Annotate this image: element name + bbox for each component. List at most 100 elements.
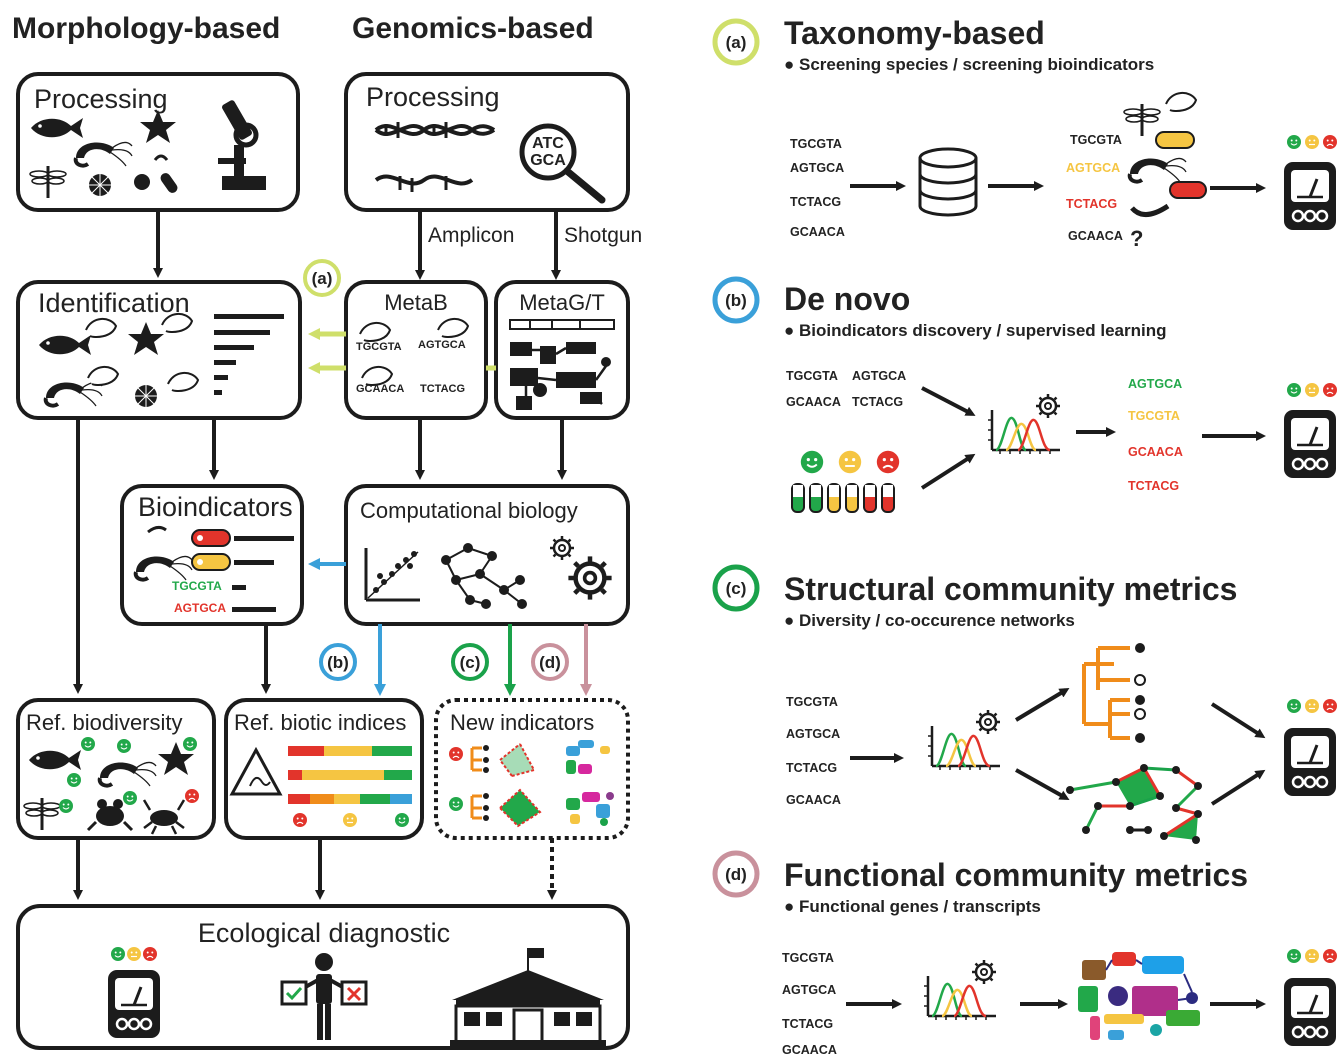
processing-gen-box: Processing ATC GCA xyxy=(344,72,630,212)
marker-d: (d) xyxy=(531,643,569,681)
gca-label: GCA xyxy=(530,152,566,169)
panel-d-seq-3: TCTACG xyxy=(782,1017,833,1031)
panel-b-seq-1: TGCGTA xyxy=(786,369,838,383)
panel-d-seq-4: GCAACA xyxy=(782,1043,837,1057)
panel-a-seq-1: TGCGTA xyxy=(790,137,842,151)
panel-a-seq-3: TCTACG xyxy=(790,195,841,209)
panel-b-seq-3: GCAACA xyxy=(786,395,841,409)
panel-a-subtitle: ● Screening species / screening bioindic… xyxy=(784,55,1154,74)
marker-c-label: (c) xyxy=(460,653,481,672)
eco-diag-title: Ecological diagnostic xyxy=(198,918,450,948)
panel-d: (d) Functional community metrics ● Funct… xyxy=(712,850,1337,1057)
identification-box: Identification xyxy=(16,280,302,420)
atc-label: ATC xyxy=(532,135,564,152)
magnifier-icon: ATC GCA xyxy=(519,123,606,204)
panel-c-seq-4: GCAACA xyxy=(786,793,841,807)
metag-box: MetaG/T xyxy=(494,280,630,420)
metab-seq-4: TCTACG xyxy=(420,383,465,395)
tree-icon xyxy=(470,746,482,820)
panel-b: (b) De novo ● Bioindicators discovery / … xyxy=(712,276,1337,513)
ref-biotic-title: Ref. biotic indices xyxy=(234,710,406,735)
metab-box: MetaB TGCGTA AGTGCA GCAACA TCTACG xyxy=(344,280,488,420)
panel-c: (c) Structural community metrics ● Diver… xyxy=(712,564,1337,844)
processing-morph-box: Processing xyxy=(16,72,300,212)
peaks-icon xyxy=(988,394,1060,454)
panel-a-id: (a) xyxy=(726,33,747,52)
scatter-icon xyxy=(364,548,420,602)
panel-c-subtitle: ● Diversity / co-occurence networks xyxy=(784,611,1075,630)
panel-d-subtitle: ● Functional genes / transcripts xyxy=(784,897,1041,916)
panel-b-out-1: AGTGCA xyxy=(1128,377,1182,391)
ecological-diagnostic-box: Ecological diagnostic xyxy=(16,904,630,1050)
pathway-color-icon xyxy=(1078,952,1200,1040)
bio-seq-red: AGTGCA xyxy=(174,601,226,615)
new-indicators-box: New indicators xyxy=(434,698,630,840)
panel-b-seq-4: TCTACG xyxy=(852,395,903,409)
panel-b-seq-2: AGTGCA xyxy=(852,369,906,383)
tube-icon xyxy=(791,483,895,513)
metab-seq-3: GCAACA xyxy=(356,383,404,395)
index-bars xyxy=(288,746,412,804)
panel-c-seq-2: AGTGCA xyxy=(786,727,840,741)
new-indicators-title: New indicators xyxy=(450,710,594,735)
morphology-header: Morphology-based xyxy=(12,12,280,45)
panel-d-title: Functional community metrics xyxy=(784,857,1248,893)
meter-icon xyxy=(1282,726,1337,798)
panel-d-seq-1: TGCGTA xyxy=(782,951,834,965)
person-icon xyxy=(280,953,368,1040)
panel-a-mid-seq-1: TGCGTA xyxy=(1070,133,1122,147)
warning-icon xyxy=(229,746,283,796)
panel-a-title: Taxonomy-based xyxy=(784,15,1045,51)
database-icon xyxy=(918,147,978,217)
amplicon-label: Amplicon xyxy=(428,224,514,247)
crab-icon xyxy=(142,799,186,835)
bio-seq-green: TGCGTA xyxy=(172,579,222,593)
ref-biotic-box: Ref. biotic indices xyxy=(224,698,424,840)
metab-seq-2: AGTGCA xyxy=(418,339,466,351)
building-icon xyxy=(450,948,606,1046)
panel-a-seq-4: GCAACA xyxy=(790,225,845,239)
processing-morph-title: Processing xyxy=(34,84,168,114)
panel-a-seq-2: AGTGCA xyxy=(790,161,844,175)
compbio-title: Computational biology xyxy=(360,498,578,523)
compbio-box: Computational biology xyxy=(344,484,630,626)
panel-b-subtitle: ● Bioindicators discovery / supervised l… xyxy=(784,321,1167,340)
panel-b-title: De novo xyxy=(784,281,910,317)
abundance-bars xyxy=(214,314,284,395)
meter-icon xyxy=(106,968,162,1040)
meter-icon xyxy=(1282,976,1337,1048)
panel-d-id: (d) xyxy=(725,865,747,884)
peaks-icon xyxy=(928,710,1000,770)
metab-title: MetaB xyxy=(384,290,448,315)
marker-c: (c) xyxy=(451,643,489,681)
panel-b-out-3: GCAACA xyxy=(1128,445,1183,459)
network-icon xyxy=(498,743,542,828)
ref-biodiversity-title: Ref. biodiversity xyxy=(26,710,183,735)
pathway-icon xyxy=(510,342,611,410)
panel-a-mid-seq-2: AGTGCA xyxy=(1066,161,1120,175)
meter-icon xyxy=(1282,160,1337,232)
pathway-color-icon xyxy=(566,740,614,826)
metag-title: MetaG/T xyxy=(519,290,605,315)
frog-icon xyxy=(86,799,134,832)
panel-c-id: (c) xyxy=(726,579,747,598)
meter-icon xyxy=(1282,408,1337,480)
genomics-header: Genomics-based xyxy=(352,12,594,45)
panel-a-mid-seq-3: TCTACG xyxy=(1066,197,1117,211)
panel-a-question: ? xyxy=(1130,226,1143,251)
network-icon xyxy=(1066,764,1202,844)
marker-b: (b) xyxy=(319,643,357,681)
panel-b-out-4: TCTACG xyxy=(1128,479,1179,493)
tree-icon xyxy=(1082,646,1130,740)
panel-c-seq-3: TCTACG xyxy=(786,761,837,775)
marker-b-label: (b) xyxy=(327,653,349,672)
panel-d-seq-2: AGTGCA xyxy=(782,983,836,997)
processing-gen-title: Processing xyxy=(366,82,500,112)
diatom-icon xyxy=(88,173,112,197)
panel-a: (a) Taxonomy-based ● Screening species /… xyxy=(712,15,1337,251)
bioindicators-title: Bioindicators xyxy=(138,492,293,522)
marker-d-label: (d) xyxy=(539,653,561,672)
marker-a-label: (a) xyxy=(312,269,333,288)
microscope-icon xyxy=(218,100,266,190)
